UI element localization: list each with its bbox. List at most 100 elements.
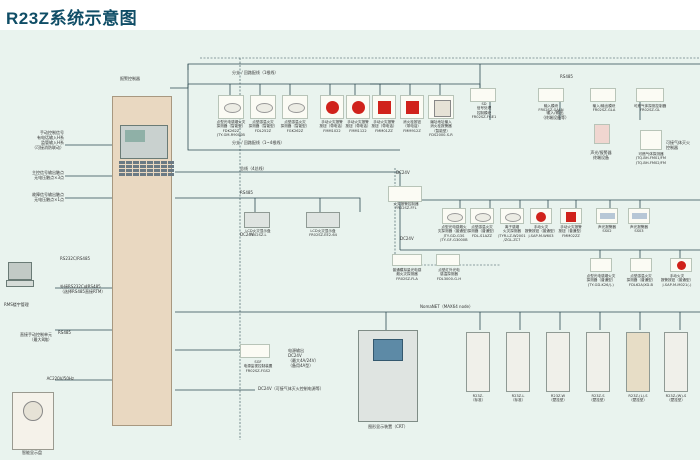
crt-label: 图形显示装置（CRT）: [368, 424, 408, 429]
sounder-device: [594, 124, 610, 144]
addressable-hydrant-alarm: [428, 95, 454, 119]
main-controller-cabinet: [112, 96, 174, 426]
strobe-icon: [632, 213, 647, 219]
gas-note: 可接气体灭火 控制器: [666, 140, 690, 150]
manual-alarm-button-normal-2: [560, 208, 582, 224]
smoke-detector-lower: [590, 258, 612, 272]
title-bar: R23Z系统示意图: [0, 0, 700, 30]
alarm-button-icon: [536, 212, 546, 222]
alarm-button-icon: [352, 101, 365, 114]
lcd-display-panel-2: [306, 212, 340, 228]
strobe-icon: [600, 213, 615, 219]
bottom-panel-caption: R23Z- （标准）: [470, 394, 486, 403]
analog-smoke-detector: [392, 254, 422, 266]
heat-detector-icon: [475, 213, 491, 222]
io-module: [590, 88, 616, 102]
sounder-ss03: [628, 208, 650, 224]
branch-line: [187, 83, 400, 151]
repeater-panel-6: [664, 332, 688, 392]
manual-alarm-button: [320, 95, 344, 119]
nomanet-label: NomaNET（MAX64 node）: [420, 304, 474, 309]
heat-detector-icon: [288, 103, 305, 113]
left-out1: 手动控制信号 有电话输入H系 监管输入H系 （可接消防联动）: [32, 130, 64, 150]
pc-label: RMS楼宇管理: [4, 302, 29, 307]
sgf-power-controller: [240, 344, 270, 358]
mid-caption: 离子感烟 火灾探测器 JTYR-LZ-W2001 /ZGL-ZC7: [498, 225, 526, 243]
bottom-panel-caption: R23Z-W （壁挂型）: [549, 394, 567, 403]
left-lines: [55, 144, 112, 381]
repeater-panel-3: [546, 332, 570, 392]
mid-drops: [459, 200, 641, 210]
heat-detector-smart-2: [282, 95, 308, 119]
gas-detector: [640, 130, 662, 150]
control-keypad: [119, 161, 174, 176]
ion-smoke-detector: [500, 208, 524, 224]
pc-right-label: 外接RS232C或RS485 （选择RS485直接RTM）: [60, 284, 106, 294]
module-icon: [434, 100, 451, 117]
bottom-panel-caption: R23Z-(W)-S （壁挂型）: [665, 394, 687, 403]
manual-alarm-button-3: [372, 95, 396, 119]
lower-caption: 点型红外光电 感温探测器 FDL3000-G-H: [436, 268, 462, 281]
lower-caption: 普通模拟量光电感 烟火灾探测器 FR02SZ-FLA: [392, 268, 422, 281]
lcd-display-panel-1: [244, 212, 270, 228]
mid-caption: 手动火灾报警 按钮（普通型） FMM02ZZ: [558, 225, 584, 238]
lcd-caption: LCD火灾显示盘 FR02SZ-EE2-64: [309, 229, 337, 238]
mid-bus-line: [175, 171, 401, 250]
lcd-caption: LCD火灾显示盘 FR02SZ-L: [245, 229, 271, 238]
rs485-line: [175, 197, 361, 212]
smoke-detector-icon: [224, 103, 241, 113]
mid-caption: 点型感温火灾 探测器（普通型） FDL-S1AZZ: [467, 225, 497, 238]
heat-detector-normal: [470, 208, 494, 224]
right-top-caption: 可燃气体探测控制器 FR02SZ-GL: [633, 104, 667, 113]
top-bus-label: 分支 / 回路配线（1根线）: [232, 70, 279, 75]
device-drops-top: [229, 84, 441, 95]
bus-4-label: 总线（4总线）: [240, 166, 267, 171]
fire-alarm-controller-small: [388, 186, 422, 202]
top-branch-right: [370, 83, 481, 95]
sounder-ss02: [596, 208, 618, 224]
left-out3: 故障信号输出触点 无电压触点×1点: [32, 192, 64, 202]
lcd-screen: [125, 130, 145, 142]
smoke-detector-icon: [447, 213, 463, 222]
dc24v-label-2: DC24V: [396, 170, 410, 175]
display-panel-device: [12, 392, 54, 450]
mid-bus-label: 分支 / 回路配线（1~4根线）: [232, 140, 285, 145]
nomanet-line: [175, 311, 700, 330]
repeater-panel-1: [466, 332, 490, 392]
display-panel-label: 智能显示盘: [22, 450, 42, 455]
top-device-caption: 手动火灾报警 按钮（带电话） FMM01ZZ: [371, 120, 397, 133]
gas-detector-controller: [636, 88, 664, 102]
repeater-panel-2: [506, 332, 530, 392]
alarm-button-lower: [670, 258, 692, 272]
ac-input-label: AC220V/50Hz: [46, 376, 74, 381]
top-device-caption: 点型感温火灾 探测器（智能型） FDL252Z: [248, 120, 278, 133]
rs485-top-label: RS485: [560, 74, 573, 79]
ir-heat-detector: [436, 254, 460, 266]
crt-screen: [373, 339, 403, 361]
panel-dial-icon: [23, 401, 43, 421]
lcd-panel: [120, 125, 168, 159]
pc-monitor: [8, 262, 32, 280]
mid-caption: 声光报警器 SS03: [630, 225, 648, 234]
right-top-caption: 可燃气体探测器 JTQ-BH-FM01/FM JTQ-BH-FM02/FM: [636, 152, 666, 165]
top-device-caption: 手动火灾报警 按钮（带电话） FMM1122: [345, 120, 371, 133]
bottom-panel-caption: R23Z-(L)-S （壁挂型）: [628, 394, 648, 403]
rs485-label: RS485: [240, 190, 253, 195]
input-module: [538, 88, 564, 102]
hydrant-button: [400, 95, 424, 119]
rs485-left-label: RS485: [58, 330, 71, 335]
smoke-detector-normal: [442, 208, 466, 224]
top-device-caption: 消火栓按钮 （带电话） FMM912Z: [403, 120, 421, 133]
bottom-panel-caption: R23Z-L （标准）: [510, 394, 526, 403]
sgf-right-label: 电源输出 DC24V （最大4A/24V） （备用4A型）: [288, 348, 319, 368]
mid-caption: 声光报警器 SS02: [598, 225, 616, 234]
ion-detector-icon: [505, 213, 521, 222]
top-device-caption: 点型感温火灾 探测器（智能型） FGK262Z: [280, 120, 310, 133]
io-note: 输入/输出 （终端设备等）: [541, 110, 569, 120]
heat-detector-smart: [250, 95, 276, 119]
alarm-button-icon: [677, 261, 686, 270]
alarm-button-icon: [378, 101, 391, 114]
top-device-caption: 手动火灾报警 按钮（带电话） FMM1022: [319, 120, 345, 133]
manual-left-label: 直接手动控制单元 （最大8路）: [20, 332, 52, 342]
